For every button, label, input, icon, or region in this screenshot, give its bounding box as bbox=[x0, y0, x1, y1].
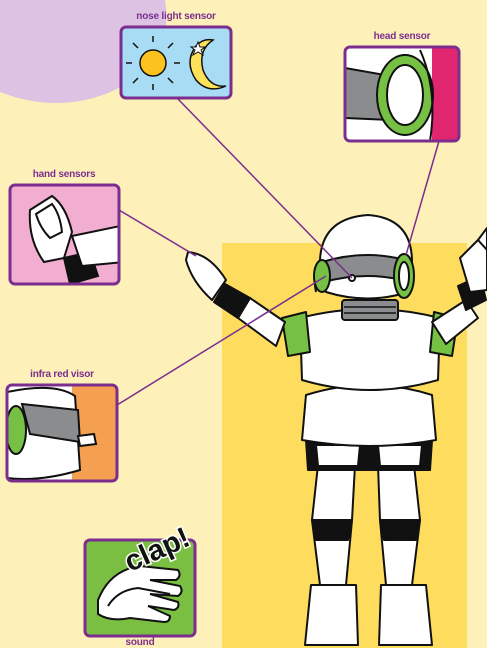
robot-waist bbox=[302, 385, 436, 446]
head-sensor-panel bbox=[345, 47, 462, 141]
nose-light-sensor-label: nose light sensor bbox=[136, 11, 215, 22]
infra-red-visor-panel bbox=[6, 385, 120, 481]
connector-head bbox=[406, 141, 439, 255]
robot-torso bbox=[300, 309, 440, 390]
connector-hand bbox=[119, 210, 196, 256]
robot-neck bbox=[342, 300, 398, 320]
head-sensor-label: head sensor bbox=[374, 31, 431, 42]
robot-left-shoulder bbox=[282, 312, 310, 356]
hand-sensors-panel bbox=[10, 185, 125, 284]
robot-left-ear bbox=[314, 260, 330, 292]
nose-light-sensor-panel bbox=[121, 27, 231, 98]
sound-label: sound bbox=[126, 637, 155, 648]
infra-red-visor-label: infra red visor bbox=[30, 369, 94, 380]
hand-sensors-label: hand sensors bbox=[33, 169, 96, 180]
